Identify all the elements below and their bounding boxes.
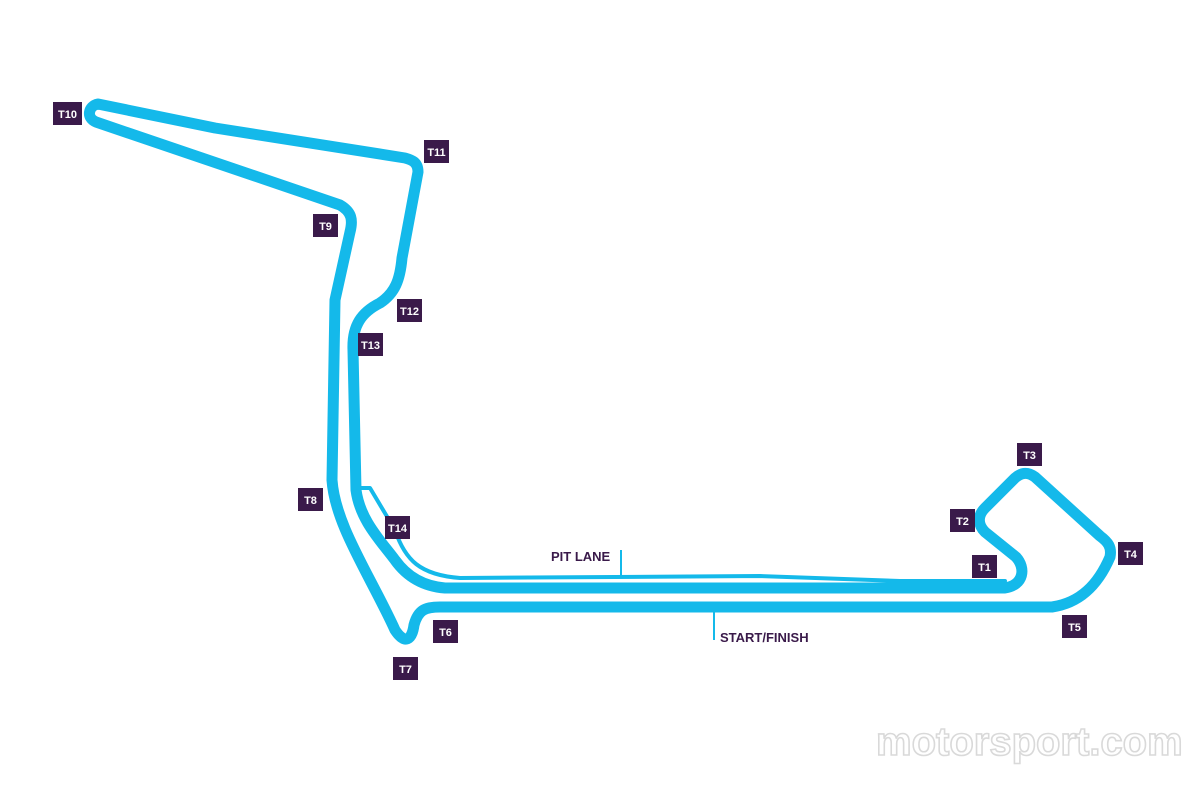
turn-t6: T6 [433, 620, 458, 643]
motorsport-watermark: motorsport.com [876, 720, 1183, 764]
turn-t3: T3 [1017, 443, 1042, 466]
turn-t12: T12 [397, 299, 422, 322]
turn-label-t12: T12 [400, 306, 419, 318]
turn-t13: T13 [358, 333, 383, 356]
turn-t11: T11 [424, 140, 449, 163]
turn-label-t3: T3 [1023, 450, 1036, 462]
turn-label-t13: T13 [361, 340, 380, 352]
turn-t4: T4 [1118, 542, 1143, 565]
turn-label-t9: T9 [319, 221, 332, 233]
turn-t2: T2 [950, 509, 975, 532]
turn-label-t2: T2 [956, 516, 969, 528]
turn-t9: T9 [313, 214, 338, 237]
turn-t7: T7 [393, 657, 418, 680]
turn-label-t11: T11 [427, 147, 445, 159]
start-finish-label: START/FINISH [720, 630, 809, 645]
pit-lane-track [355, 486, 1007, 583]
turn-label-t10: T10 [58, 109, 77, 121]
turn-t8: T8 [298, 488, 323, 511]
turn-label-t6: T6 [439, 627, 452, 639]
turn-label-t4: T4 [1124, 549, 1138, 561]
turn-label-t7: T7 [399, 664, 412, 676]
turn-t10: T10 [53, 102, 82, 125]
track-main [84, 98, 1116, 645]
pit-lane-label: PIT LANE [551, 549, 611, 564]
turn-t1: T1 [972, 555, 997, 578]
turn-t5: T5 [1062, 615, 1087, 638]
turn-label-t1: T1 [978, 562, 991, 574]
turn-label-t5: T5 [1068, 622, 1081, 634]
turn-t14: T14 [385, 516, 410, 539]
turn-label-t14: T14 [388, 523, 408, 535]
turn-label-t8: T8 [304, 495, 317, 507]
